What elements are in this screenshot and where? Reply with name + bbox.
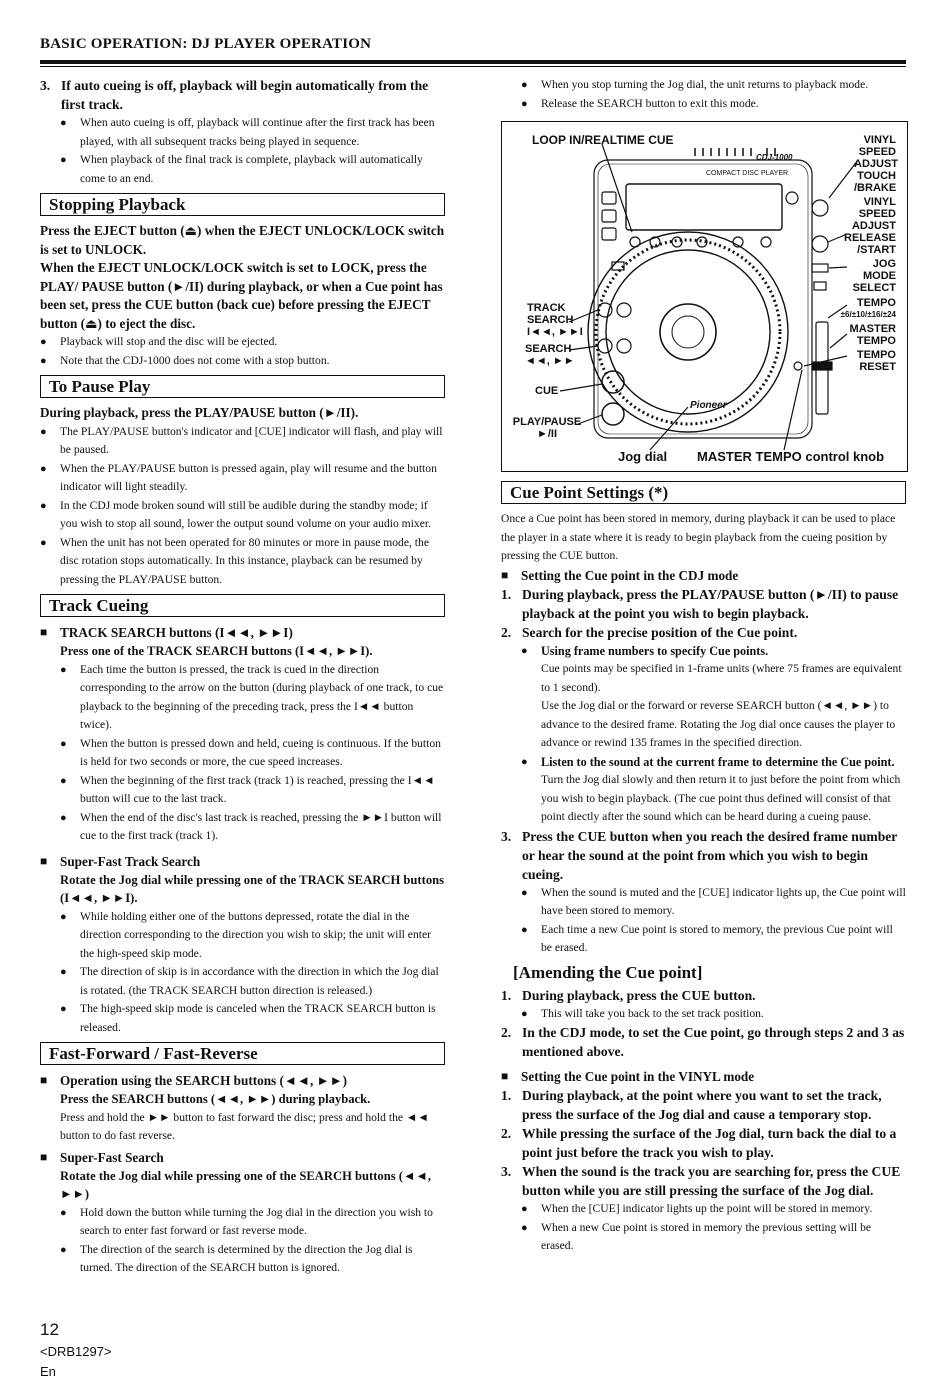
bullet: ●When the unit has not been operated for… — [40, 535, 429, 586]
left-column: 3.If auto cueing is off, playback will b… — [40, 76, 445, 1278]
pause-instruction: During playback, press the PLAY/PAUSE bu… — [40, 405, 359, 420]
page-header: BASIC OPERATION: DJ PLAYER OPERATION — [40, 36, 372, 52]
listen-text: Turn the Jog dial slowly and then return… — [541, 773, 901, 823]
label-search: SEARCH◄◄, ►► — [525, 343, 575, 367]
cdj-device-illustration — [559, 143, 859, 451]
device-subtitle: COMPACT DISC PLAYER — [706, 170, 789, 177]
search-buttons-title: ■Operation using the SEARCH buttons (◄◄,… — [40, 1073, 348, 1088]
amend-step-2: 2.In the CDJ mode, to set the Cue point,… — [501, 1025, 905, 1059]
document-code: <DRB1297> — [40, 1344, 112, 1359]
brand-logo-text: Pioneer — [690, 400, 727, 411]
heading-pause-play: To Pause Play — [40, 375, 445, 398]
cue-point-intro: Once a Cue point has been stored in memo… — [501, 512, 896, 562]
bullet: ●When the PLAY/PAUSE button is pressed a… — [40, 461, 437, 494]
bullet: ●Using frame numbers to specify Cue poin… — [521, 643, 769, 658]
bullet: ●Hold down the button while turning the … — [60, 1205, 433, 1238]
heading-stopping-playback: Stopping Playback — [40, 193, 445, 216]
bullet: ●In the CDJ mode broken sound will still… — [40, 498, 431, 531]
stop-instruction-2: When the EJECT UNLOCK/LOCK switch is set… — [40, 260, 443, 331]
vinyl-step-1: 1.During playback, at the point where yo… — [501, 1088, 882, 1122]
label-play-pause: PLAY/PAUSE►/II — [512, 416, 582, 440]
label-master-tempo-knob: MASTER TEMPO control knob — [697, 449, 885, 464]
bullet: ●This will take you back to the set trac… — [521, 1006, 764, 1020]
bullet: ●When the [CUE] indicator lights up the … — [521, 1202, 873, 1215]
bullet: ●Each time a new Cue point is stored to … — [521, 922, 893, 955]
bullet: ●Note that the CDJ-1000 does not come wi… — [40, 353, 330, 367]
vinyl-step-2: 2.While pressing the surface of the Jog … — [501, 1126, 897, 1160]
vinyl-mode-title: ■Setting the Cue point in the VINYL mode — [501, 1069, 755, 1084]
search-buttons-text: Press and hold the ►► button to fast for… — [60, 1110, 429, 1143]
super-fast-search-title: ■Super-Fast Search — [40, 1149, 164, 1165]
heading-track-cueing: Track Cueing — [40, 594, 445, 617]
header-rule-thin — [40, 66, 906, 67]
stop-instruction-1: Press the EJECT button (⏏) when the EJEC… — [40, 223, 445, 257]
jog-frames-text: Use the Jog dial or the forward or rever… — [541, 699, 896, 749]
bullet: ●Playback will stop and the disc will be… — [40, 335, 278, 348]
device-model: CDJ-1000 — [756, 153, 793, 162]
heading-amending-cue-point: [Amending the Cue point] — [513, 962, 703, 982]
bullet: ●The high-speed skip mode is canceled wh… — [60, 1002, 436, 1034]
header-rule — [40, 60, 906, 64]
track-search-title: ■TRACK SEARCH buttons (I◄◄, ►►I) — [40, 625, 293, 640]
super-fast-track-title: ■Super-Fast Track Search — [40, 853, 201, 869]
page-number: 12 — [40, 1320, 59, 1339]
bullet: ●The direction of the search is determin… — [60, 1242, 413, 1275]
frame-units-text: Cue points may be specified in 1-frame u… — [541, 662, 902, 694]
heading-cue-point-settings: Cue Point Settings (*) — [501, 481, 906, 504]
bullet: ●When auto cueing is off, playback will … — [60, 116, 435, 148]
search-buttons-instruction: Press the SEARCH buttons (◄◄, ►►) during… — [60, 1092, 371, 1106]
bullet: ●Listen to the sound at the current fram… — [521, 754, 895, 769]
bullet: ●When playback of the final track is com… — [60, 153, 423, 185]
cdj-mode-title: ■Setting the Cue point in the CDJ mode — [501, 567, 739, 583]
bullet: ●Release the SEARCH button to exit this … — [521, 96, 759, 110]
bullet: ●When the button is pressed down and hel… — [60, 736, 441, 769]
cdj-1000-diagram: LOOP IN/REALTIME CUE COMPACT DISC PLAYER… — [501, 121, 908, 472]
label-jog-dial: Jog dial — [618, 449, 668, 464]
cdj-step-1: 1.During playback, press the PLAY/PAUSE … — [501, 586, 899, 621]
super-fast-search-instruction: Rotate the Jog dial while pressing one o… — [60, 1168, 432, 1202]
bullet: ●Each time the button is pressed, the tr… — [60, 662, 444, 732]
cdj-step-3: 3.Press the CUE button when you reach th… — [501, 828, 898, 882]
bullet: ●When the end of the disc's last track i… — [60, 810, 442, 843]
bullet: ●The direction of skip is in accordance … — [60, 965, 439, 997]
label-loop-in: LOOP IN/REALTIME CUE — [532, 133, 674, 147]
bullet: ●While holding either one of the buttons… — [60, 909, 431, 960]
right-column: ●When you stop turning the Jog dial, the… — [501, 76, 908, 1256]
heading-fast-forward: Fast-Forward / Fast-Reverse — [40, 1042, 445, 1065]
bullet: ●When you stop turning the Jog dial, the… — [521, 78, 869, 91]
label-tempo-range: TEMPO±6/±10/±16/±24 — [840, 297, 896, 319]
super-fast-track-instruction: Rotate the Jog dial while pressing one o… — [60, 872, 445, 906]
bullet: ●When the beginning of the first track (… — [60, 773, 435, 806]
bullet: ●When a new Cue point is stored in memor… — [521, 1220, 872, 1253]
bullet: ●The PLAY/PAUSE button's indicator and [… — [40, 424, 443, 457]
amend-step-1: 1.During playback, press the CUE button. — [501, 987, 756, 1003]
step-3-auto-cue: 3.If auto cueing is off, playback will b… — [40, 78, 429, 112]
track-search-instruction: Press one of the TRACK SEARCH buttons (I… — [60, 644, 373, 658]
language-code: En — [40, 1364, 56, 1379]
vinyl-step-3: 3.When the sound is the track you are se… — [501, 1164, 901, 1198]
cdj-step-2: 2.Search for the precise position of the… — [501, 624, 798, 640]
bullet: ●When the sound is muted and the [CUE] i… — [521, 885, 906, 918]
label-cue: CUE — [535, 385, 559, 397]
